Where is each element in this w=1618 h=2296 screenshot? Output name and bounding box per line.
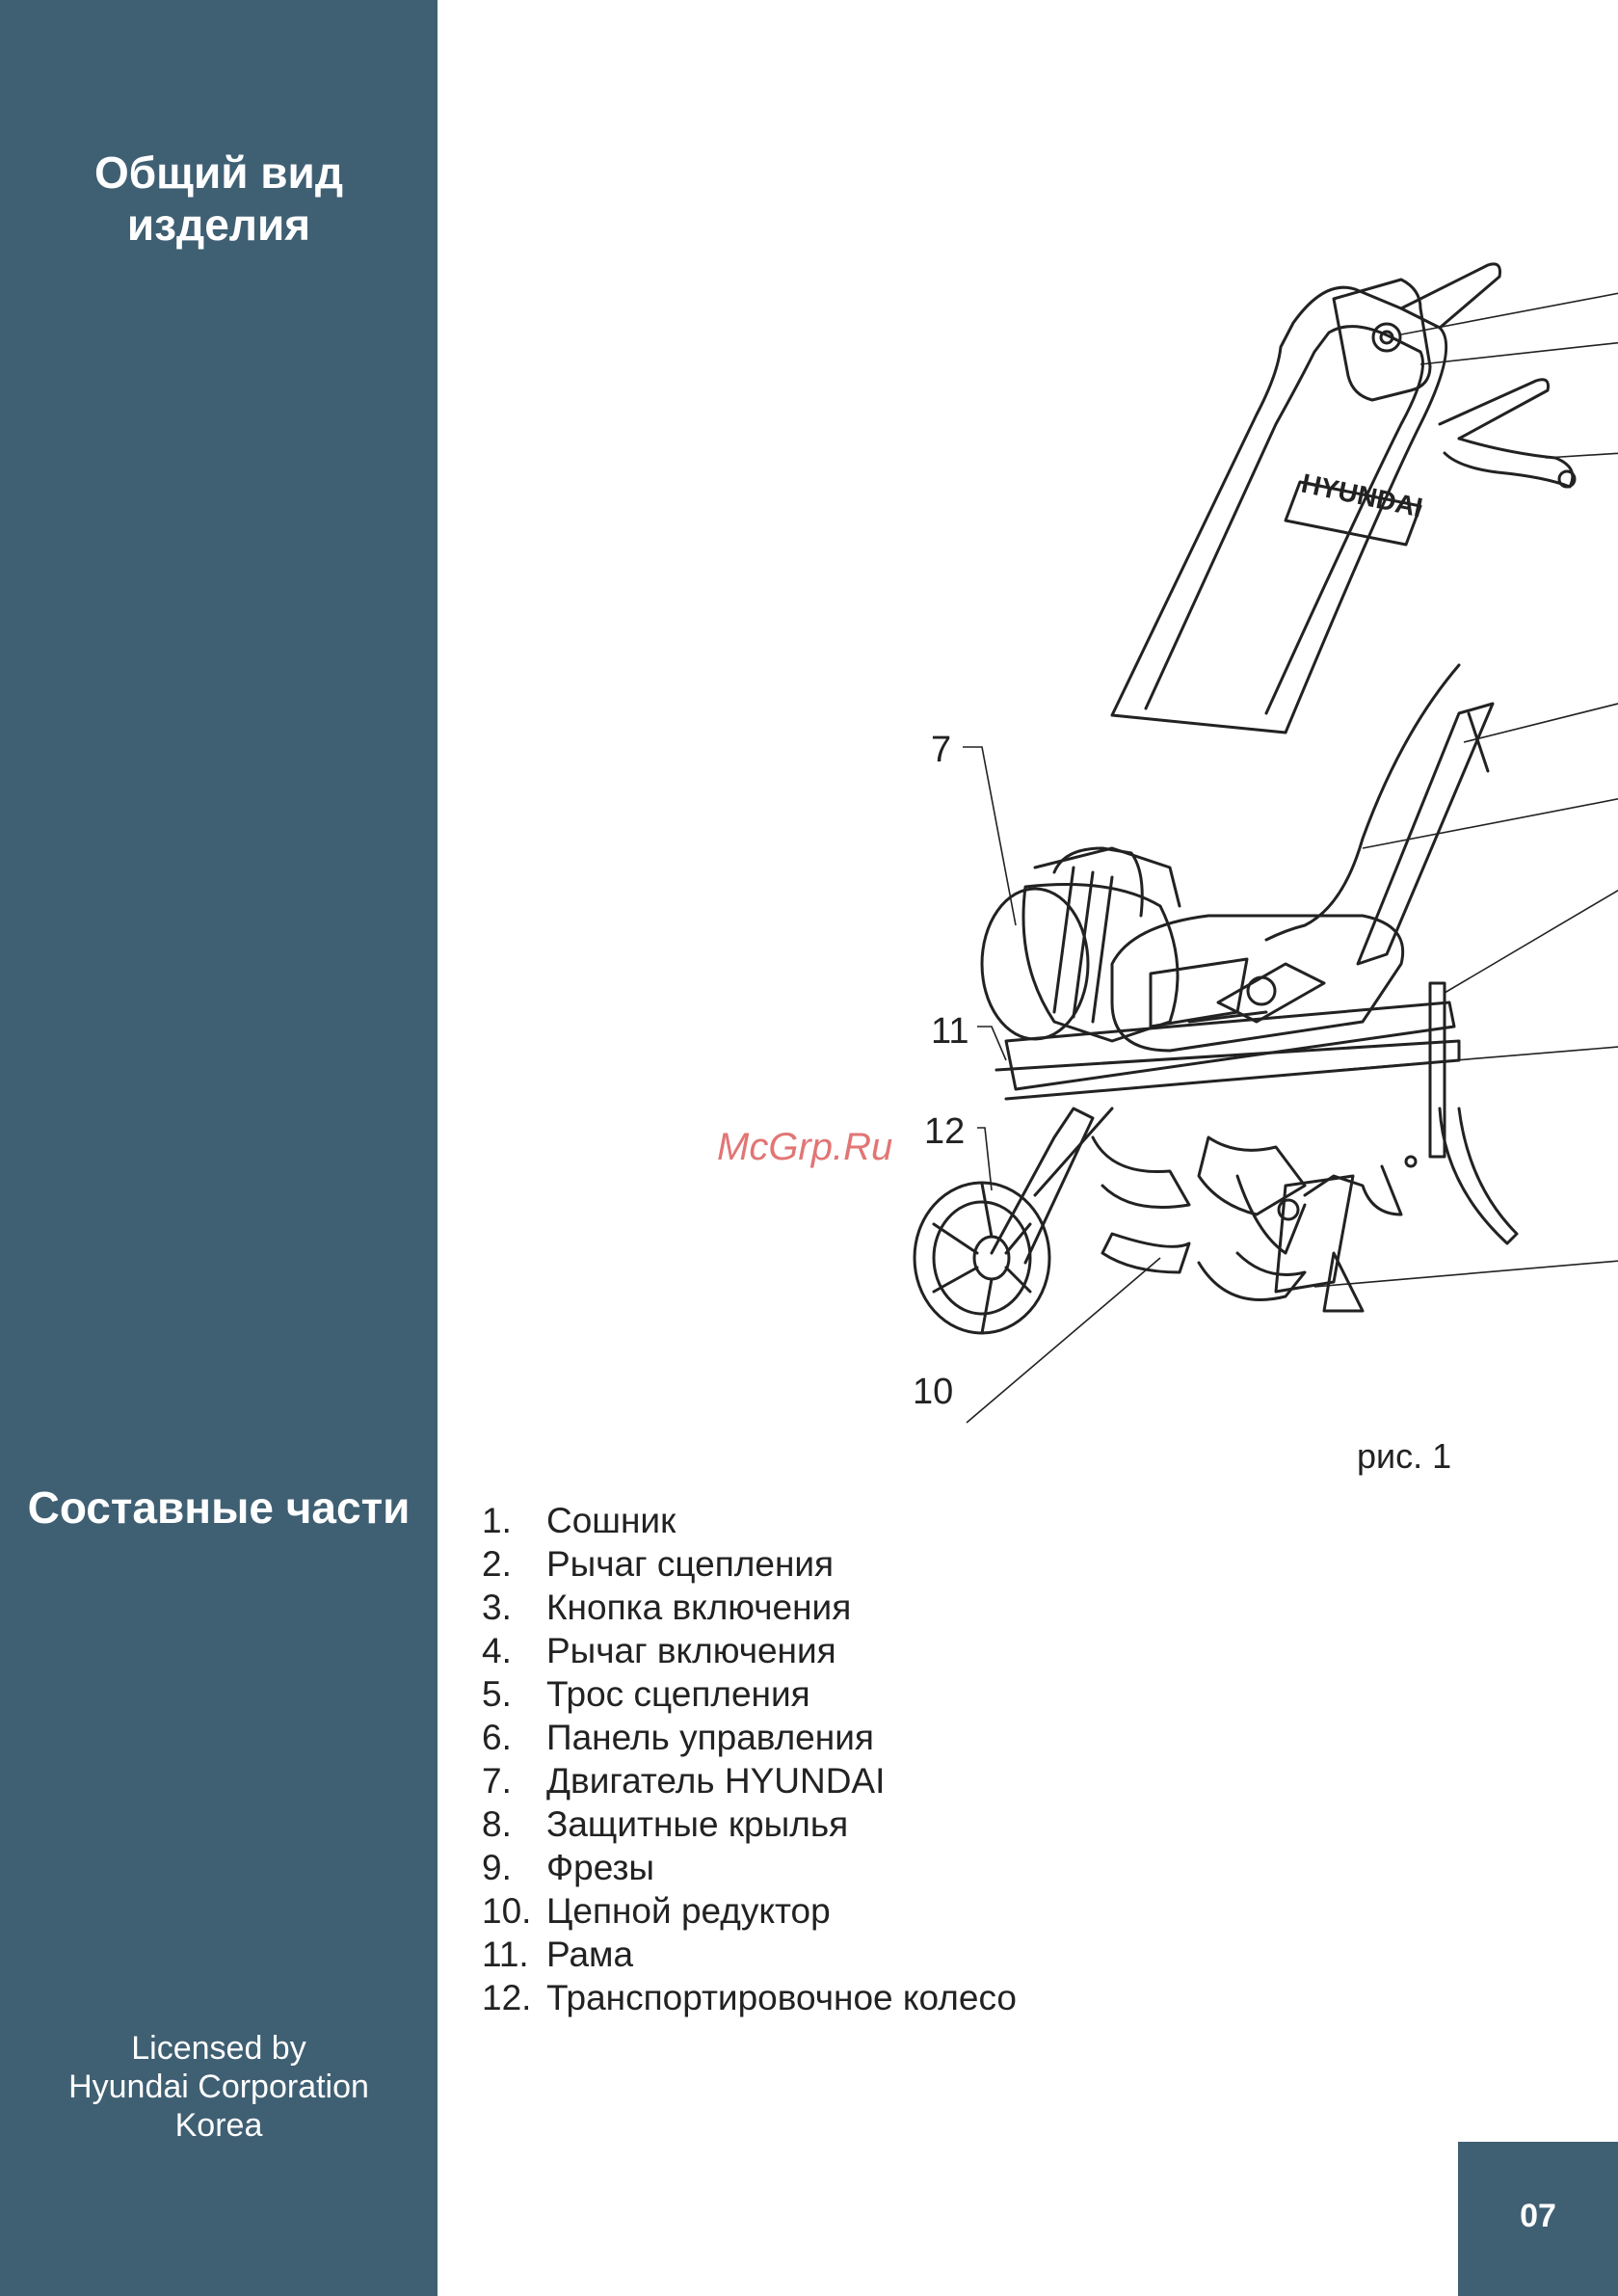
list-item: 6. Панель управления bbox=[482, 1716, 1017, 1759]
tines bbox=[1091, 1135, 1191, 1209]
leader-1 bbox=[1444, 889, 1618, 994]
list-item-number: 2. bbox=[482, 1544, 512, 1584]
leader-9 bbox=[1313, 1260, 1618, 1288]
handle-frame bbox=[1110, 285, 1448, 734]
list-item-label: Фрезы bbox=[546, 1848, 655, 1887]
right-grip bbox=[1438, 378, 1550, 441]
list-item: 9. Фрезы bbox=[482, 1846, 1017, 1889]
leader-5 bbox=[1362, 798, 1618, 849]
list-item-number: 7. bbox=[482, 1761, 512, 1801]
list-item-label: Сошник bbox=[546, 1501, 676, 1540]
leader-3 bbox=[1400, 292, 1618, 335]
list-item-number: 11. bbox=[482, 1935, 529, 1974]
list-item: 12. Транспортировочное колесо bbox=[482, 1976, 1017, 2019]
license-line: Korea bbox=[174, 2107, 263, 2144]
leader-12 bbox=[977, 1127, 993, 1191]
engine-housing bbox=[1021, 883, 1180, 1043]
list-item-number: 12. bbox=[482, 1978, 532, 2017]
figure-caption: рис. 1 bbox=[1357, 1436, 1452, 1476]
cultivator-diagram: HYUNDAI McGrp.Ru 1 2 3 4 5 6 7 8 9 10 11… bbox=[717, 262, 1618, 1424]
leader-10 bbox=[966, 1257, 1161, 1424]
list-item: 10. Цепной редуктор bbox=[482, 1889, 1017, 1933]
list-item-label: Рычаг сцепления bbox=[546, 1544, 835, 1584]
page-number: 07 bbox=[1520, 2198, 1556, 2234]
list-item-number: 6. bbox=[482, 1718, 512, 1757]
list-item: 4. Рычаг включения bbox=[482, 1629, 1017, 1672]
control-box bbox=[1332, 278, 1432, 402]
section-title-line1: Общий вид bbox=[93, 147, 344, 198]
list-item: 8. Защитные крылья bbox=[482, 1802, 1017, 1846]
callout-7: 7 bbox=[931, 730, 951, 770]
list-item-label: Кнопка включения bbox=[546, 1588, 852, 1627]
list-item-number: 4. bbox=[482, 1631, 512, 1670]
list-item-number: 3. bbox=[482, 1588, 512, 1627]
list-item: 3. Кнопка включения bbox=[482, 1586, 1017, 1629]
engine-top bbox=[1052, 846, 1144, 918]
callout-11: 11 bbox=[931, 1011, 968, 1052]
list-item-number: 5. bbox=[482, 1674, 512, 1714]
coulter bbox=[1438, 1107, 1519, 1245]
left-grip bbox=[1399, 262, 1501, 330]
cross-bar bbox=[1284, 480, 1422, 547]
gearbox-housing bbox=[1110, 914, 1405, 1053]
column bbox=[1356, 702, 1495, 966]
clutch-lever bbox=[1443, 437, 1575, 489]
section-title-line2: изделия bbox=[126, 200, 311, 250]
list-item-label: Цепной редуктор bbox=[546, 1891, 831, 1931]
leader-6 bbox=[1463, 703, 1618, 743]
list-item-number: 10. bbox=[482, 1891, 532, 1931]
callout-10: 10 bbox=[913, 1372, 953, 1412]
parts-title: Составные части bbox=[27, 1482, 411, 1533]
leader-2 bbox=[1545, 452, 1618, 459]
list-item-number: 8. bbox=[482, 1804, 512, 1844]
leader-4 bbox=[1419, 341, 1618, 365]
list-item-label: Панель управления bbox=[546, 1718, 874, 1757]
license-note: Licensed by Hyundai Corporation Korea bbox=[0, 2029, 438, 2145]
list-item-number: 1. bbox=[482, 1501, 512, 1540]
license-line: Hyundai Corporation bbox=[68, 2069, 369, 2105]
list-item-number: 9. bbox=[482, 1848, 512, 1887]
frame bbox=[1004, 1001, 1456, 1091]
start-button bbox=[1371, 322, 1402, 353]
list-item-label: Транспортировочное колесо bbox=[546, 1978, 1017, 2017]
list-item: 11. Рама bbox=[482, 1933, 1017, 1976]
leader-7 bbox=[963, 746, 1017, 926]
parts-list: 1. Сошник 2. Рычаг сцепления 3. Кнопка вклю… bbox=[482, 1499, 1017, 2019]
list-item-label: Защитные крылья bbox=[546, 1804, 849, 1844]
leader-8 bbox=[1338, 1046, 1618, 1071]
callout-12: 12 bbox=[924, 1111, 965, 1152]
list-item: 1. Сошник bbox=[482, 1499, 1017, 1542]
page-number-box: 07 bbox=[1458, 2142, 1618, 2296]
clutch-cable bbox=[1264, 663, 1461, 942]
watermark: McGrp.Ru bbox=[717, 1126, 892, 1168]
list-item-label: Трос сцепления bbox=[546, 1674, 810, 1714]
list-item-label: Рама bbox=[546, 1935, 634, 1974]
brand-label: HYUNDAI bbox=[1299, 468, 1425, 523]
sidebar: Общий вид изделия Составные части Licens… bbox=[0, 0, 438, 2296]
license-line: Licensed by bbox=[131, 2030, 306, 2067]
list-item: 2. Рычаг сцепления bbox=[482, 1542, 1017, 1586]
leader-11 bbox=[977, 1026, 1007, 1061]
list-item-label: Рычаг включения bbox=[546, 1631, 836, 1670]
list-item-label: Двигатель HYUNDAI bbox=[546, 1761, 886, 1801]
list-item: 7. Двигатель HYUNDAI bbox=[482, 1759, 1017, 1802]
list-item: 5. Трос сцепления bbox=[482, 1672, 1017, 1716]
